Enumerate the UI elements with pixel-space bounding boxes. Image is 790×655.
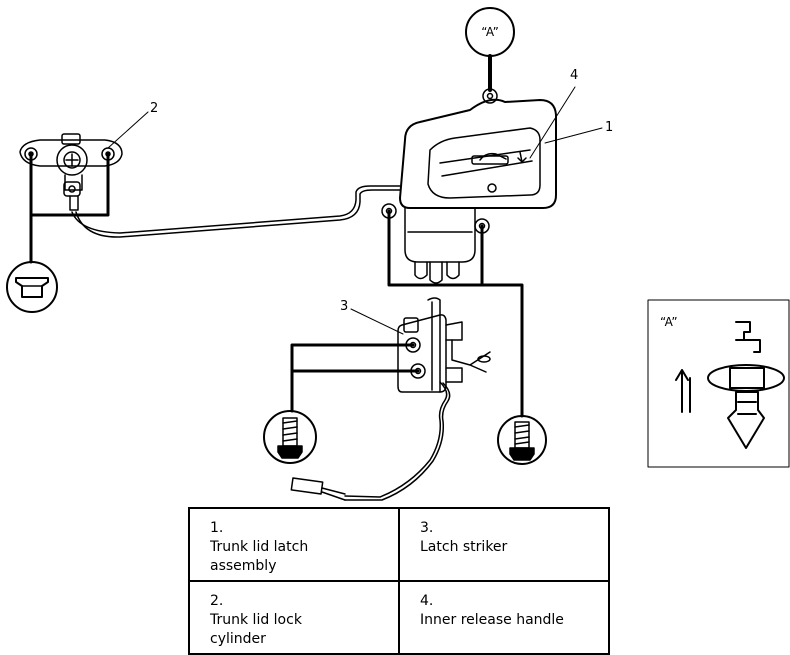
legend-text: Inner release handle xyxy=(420,612,564,628)
release-cable xyxy=(71,185,401,238)
legend-cell: 4. Inner release handle xyxy=(398,580,610,655)
latch-striker xyxy=(290,297,491,501)
view-a-callout: “A” xyxy=(465,7,515,92)
legend-row: 1. Trunk lid latch assembly 3. Latch strik… xyxy=(188,507,610,582)
parts-legend: 1. Trunk lid latch assembly 3. Latch strik… xyxy=(188,507,610,655)
push-clip-icon xyxy=(6,261,58,313)
detail-view-a: “A” xyxy=(647,299,790,468)
bolt-icon-right xyxy=(497,415,547,465)
callout-2: 2 xyxy=(150,101,158,116)
detail-view-a-label: “A” xyxy=(660,315,678,329)
callout-pointers xyxy=(107,86,603,335)
legend-cell: 3. Latch striker xyxy=(398,507,610,582)
trunk-lid-latch-assembly xyxy=(381,88,557,284)
legend-text: Trunk lid lock cylinder xyxy=(210,612,302,647)
legend-cell: 2. Trunk lid lock cylinder xyxy=(188,580,400,655)
push-clip-detail xyxy=(675,321,785,449)
legend-cell: 1. Trunk lid latch assembly xyxy=(188,507,400,582)
callout-1: 1 xyxy=(605,120,613,135)
legend-number: 1. xyxy=(210,520,224,536)
callout-3: 3 xyxy=(340,299,348,314)
legend-text: Trunk lid latch assembly xyxy=(210,539,309,574)
bolt-icon-left xyxy=(263,410,317,464)
callout-4: 4 xyxy=(570,68,578,83)
legend-row: 2. Trunk lid lock cylinder 4. Inner releas… xyxy=(188,580,610,655)
legend-number: 3. xyxy=(420,520,434,536)
legend-number: 4. xyxy=(420,593,434,609)
legend-number: 2. xyxy=(210,593,224,609)
view-a-callout-label: “A” xyxy=(481,25,499,39)
fastener-leader-lines xyxy=(29,152,524,418)
legend-text: Latch striker xyxy=(420,539,508,555)
